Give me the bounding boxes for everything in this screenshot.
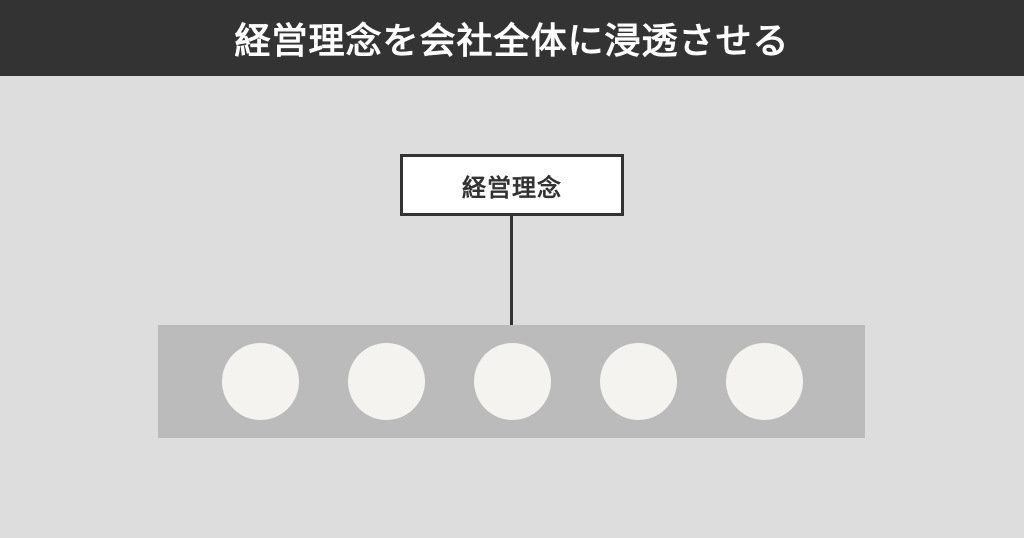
- node-label: 経営理念: [462, 173, 562, 202]
- member-circle-2: [348, 343, 425, 420]
- header-bar: 経営理念を会社全体に浸透させる: [0, 0, 1024, 76]
- management-philosophy-node: 経営理念: [400, 154, 624, 216]
- member-circle-5: [726, 343, 803, 420]
- member-circle-3: [474, 343, 551, 420]
- page-title: 経営理念を会社全体に浸透させる: [234, 21, 790, 62]
- connector-line: [510, 216, 513, 325]
- member-circle-1: [222, 343, 299, 420]
- member-circle-4: [600, 343, 677, 420]
